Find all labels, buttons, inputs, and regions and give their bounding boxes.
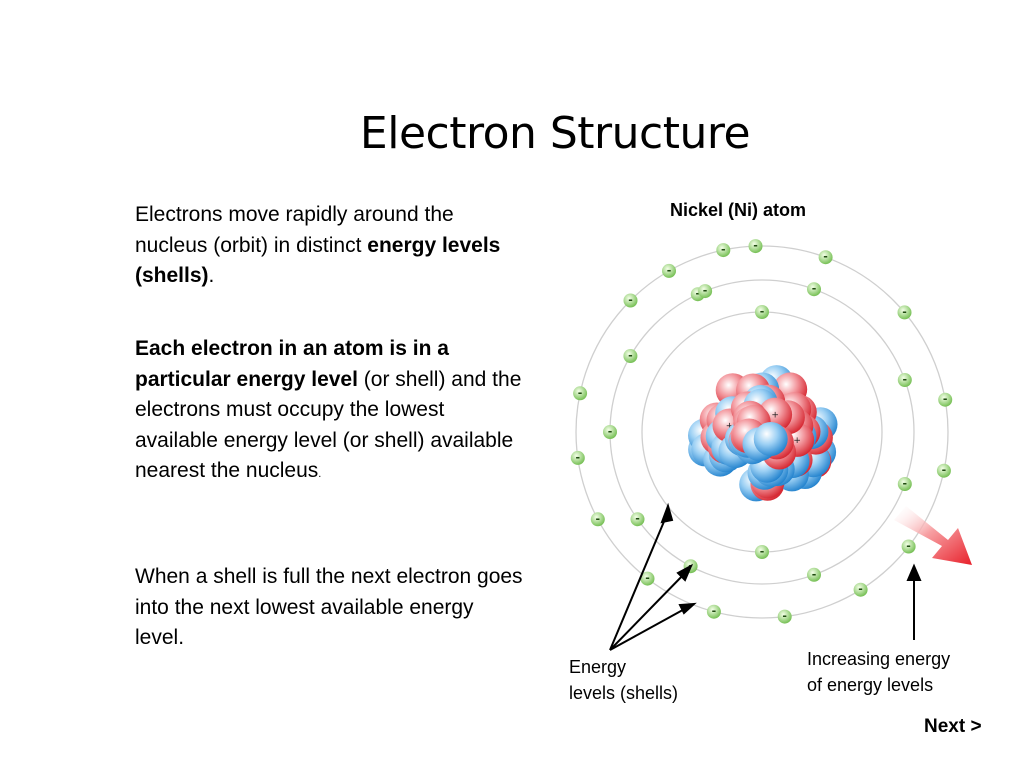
electron-charge-label: - <box>812 282 817 295</box>
label-line: Increasing energy <box>807 649 951 669</box>
electron <box>755 305 769 319</box>
electron <box>698 284 713 299</box>
proton-charge-label: + <box>771 411 779 421</box>
electron-charge-label: - <box>712 605 717 618</box>
electron <box>748 239 763 254</box>
electron <box>807 282 821 297</box>
next-button[interactable]: Next > <box>924 716 982 737</box>
electron-charge-label: - <box>812 568 817 581</box>
electron-charge-label: - <box>696 287 701 300</box>
label-energy-levels: Energy levels (shells) <box>569 654 678 706</box>
electron <box>897 305 912 320</box>
diagram-title: Nickel (Ni) atom <box>670 200 807 220</box>
electron-charge-label: - <box>645 572 650 585</box>
electron-charge-label: - <box>760 545 765 558</box>
paragraph-text: . <box>318 468 322 480</box>
electron <box>623 349 638 363</box>
electron <box>706 604 721 619</box>
paragraph-text: . <box>208 264 215 287</box>
electron <box>853 582 868 597</box>
electron <box>640 571 655 586</box>
electron-charge-label: - <box>628 349 633 362</box>
label-line: Energy <box>569 657 627 677</box>
electron <box>623 293 638 308</box>
label-line: levels (shells) <box>569 683 679 703</box>
electron-charge-label: - <box>608 425 613 438</box>
paragraph-full-shell: When a shell is full the next electron g… <box>135 565 523 649</box>
electrons: ---------------------------- <box>570 239 953 624</box>
electron-charge-label: - <box>721 243 726 256</box>
electron-charge-label: - <box>943 393 948 406</box>
label-increasing-energy: Increasing energy of energy levels <box>807 646 950 698</box>
label-line: of energy levels <box>807 675 934 695</box>
electron <box>897 477 912 491</box>
electron-charge-label: - <box>628 294 633 307</box>
electron-charge-label: - <box>906 540 911 553</box>
electron <box>901 539 916 554</box>
electron-charge-label: - <box>823 250 828 263</box>
energy-up-arrow <box>906 563 922 640</box>
electron-charge-label: - <box>760 305 765 318</box>
electron <box>807 567 821 582</box>
shell-pointer-arrows <box>609 502 697 651</box>
electron-charge-label: - <box>903 373 908 386</box>
electron <box>630 512 645 527</box>
paragraph-bold: energy levels (shells) <box>135 233 501 288</box>
paragraph-text: Electrons move rapidly around the nucleu… <box>135 203 454 257</box>
proton-charge-label: + <box>726 422 734 432</box>
electron <box>603 425 617 439</box>
electron <box>938 392 953 407</box>
electron <box>573 386 588 401</box>
electron-charge-label: - <box>782 610 787 623</box>
neutron <box>753 422 788 456</box>
electron-charge-label: - <box>703 284 708 297</box>
electron-charge-label: - <box>578 386 583 399</box>
paragraph-energy-level: Each electron in an atom is in a particu… <box>135 334 525 490</box>
slide-title: Electron Structure <box>359 108 751 159</box>
electron <box>662 263 676 278</box>
electron-charge-label: - <box>858 583 863 596</box>
electron <box>716 243 731 258</box>
electron <box>936 463 951 478</box>
electron-charge-label: - <box>903 477 908 490</box>
electron-charge-label: - <box>942 464 947 477</box>
nucleus: +++++++++++++++++++++++++++ <box>688 365 838 502</box>
electron <box>777 609 792 624</box>
increasing-energy-arrow-icon <box>894 506 972 565</box>
paragraph-electron-orbits: Electrons move rapidly around the nucleu… <box>135 200 525 292</box>
electron <box>897 373 912 387</box>
electron-charge-label: - <box>576 451 581 464</box>
electron-charge-label: - <box>753 239 758 252</box>
paragraph-text: (or shell) and the electrons must occupy… <box>135 367 522 483</box>
proton-charge-label: + <box>793 436 801 446</box>
electron <box>590 512 605 527</box>
electron-charge-label: - <box>596 512 601 525</box>
electron-charge-label: - <box>635 512 640 525</box>
paragraph-bold: Each electron in an atom is in a particu… <box>135 337 449 391</box>
electron-charge-label: - <box>667 264 672 277</box>
electron-charge-label: - <box>902 305 907 318</box>
electron <box>570 450 585 465</box>
electron <box>755 545 769 559</box>
electron <box>818 250 833 265</box>
